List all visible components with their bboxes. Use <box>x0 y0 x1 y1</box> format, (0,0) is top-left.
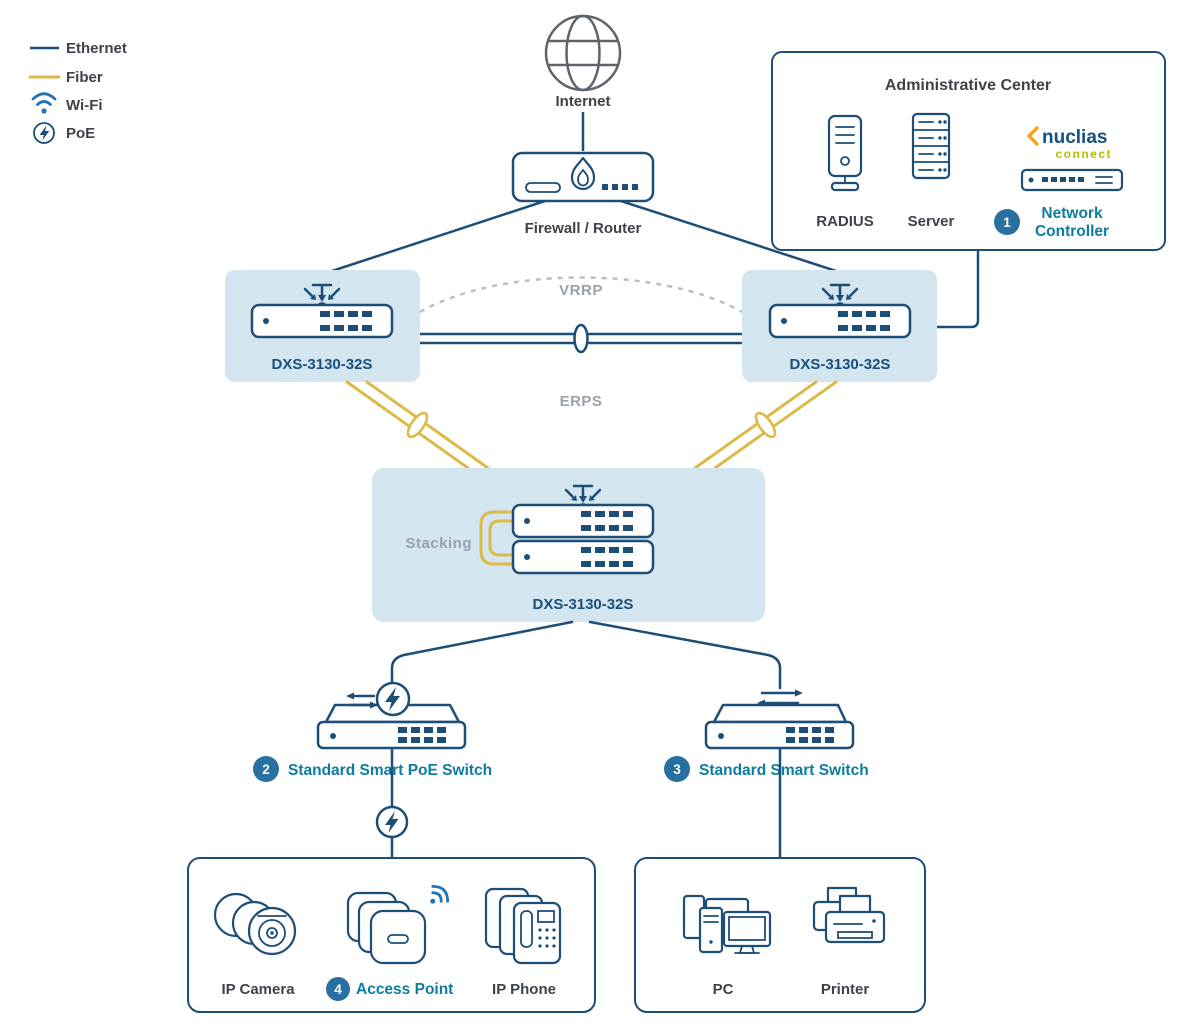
pc-label: PC <box>713 981 734 998</box>
legend-item-ethernet: Ethernet <box>30 40 127 57</box>
network-controller-icon <box>1020 168 1124 192</box>
stack-poe-switch-link <box>390 620 574 685</box>
internet-node: Internet <box>544 14 622 151</box>
admin-center-uplink <box>935 248 980 329</box>
smart-switch-icon <box>704 689 855 750</box>
wifi-icon <box>31 92 57 114</box>
internet-label: Internet <box>555 93 610 110</box>
admin-center-box <box>771 51 1166 251</box>
stack-smart-switch-link <box>588 620 782 690</box>
switch-icon <box>511 503 655 539</box>
left-switch-label: DXS-3130-32S <box>272 356 373 373</box>
ip-phone-icon <box>484 887 562 965</box>
printer-icon <box>812 886 886 944</box>
fiber-aggregation-ring-icon <box>406 411 429 439</box>
badge-3: 3 <box>673 762 681 777</box>
nuclias-sub-text: connect <box>1055 147 1112 161</box>
legend-label-fiber: Fiber <box>66 69 103 86</box>
right-switch-label: DXS-3130-32S <box>790 356 891 373</box>
printer-label: Printer <box>821 981 870 998</box>
poe-switch-badge: 2 <box>253 756 279 782</box>
legend-item-wifi: Wi-Fi <box>31 92 103 114</box>
nuclias-brand-text: nuclias <box>1042 127 1107 148</box>
poe-icon <box>33 122 55 144</box>
stacking-cable-icon <box>479 510 515 566</box>
ip-camera-label: IP Camera <box>221 981 295 998</box>
core-switch-left: DXS-3130-32S <box>225 270 420 382</box>
poe-switch-icon <box>316 681 467 750</box>
admin-center-title: Administrative Center <box>885 77 1051 94</box>
radius-label: RADIUS <box>816 213 874 230</box>
controller-badge: 1 <box>994 209 1020 235</box>
badge-2: 2 <box>262 762 270 777</box>
access-point-label: Access Point <box>356 981 453 998</box>
vrrp-label: VRRP <box>559 282 603 299</box>
lightning-poe-icon <box>375 681 411 717</box>
fiber-right-link <box>693 380 838 470</box>
dome-camera-icon <box>213 892 297 956</box>
core-trunk-link <box>420 323 742 354</box>
legend-item-fiber: Fiber <box>28 69 103 86</box>
clients-right-panel: PC Printer <box>634 857 926 1013</box>
controller-label-line2: Controller <box>1035 223 1109 240</box>
wifi-icon <box>430 884 450 904</box>
firewall-right-switch-link <box>620 199 837 273</box>
fiber-left-link <box>345 380 490 470</box>
globe-icon <box>544 14 622 92</box>
badge-1: 1 <box>1003 215 1011 230</box>
access-point-icon <box>346 884 450 965</box>
firewall-left-switch-link <box>331 199 546 273</box>
switch-icon <box>511 539 655 575</box>
poe-switch-node: 2 Standard Smart PoE Switch <box>253 681 492 782</box>
legend-label-wifi: Wi-Fi <box>66 97 103 114</box>
firewall-label: Firewall / Router <box>525 220 642 237</box>
legend-item-poe: PoE <box>33 122 95 144</box>
legend: Ethernet Fiber Wi-Fi PoE <box>28 40 127 144</box>
smart-switch-badge: 3 <box>664 756 690 782</box>
smart-switch-node: 3 Standard Smart Switch <box>664 689 869 782</box>
desktop-pc-icon <box>682 894 772 954</box>
fiber-aggregation-ring-icon <box>754 411 777 439</box>
core-stack: Stacking DXS-3130-32S <box>372 468 765 622</box>
legend-label-ethernet: Ethernet <box>66 40 127 57</box>
switch-icon <box>768 303 912 339</box>
ip-phone-label: IP Phone <box>492 981 556 998</box>
smart-switch-label: Standard Smart Switch <box>699 762 869 779</box>
nuclias-logo: nuclias connect <box>1027 126 1112 161</box>
vrrp-link: VRRP <box>419 276 743 314</box>
access-point-badge: 4 <box>326 977 350 1001</box>
poe-switch-label: Standard Smart PoE Switch <box>288 762 492 779</box>
badge-4: 4 <box>334 982 342 997</box>
clients-left-panel: IP Camera 4 Access Point <box>187 857 596 1013</box>
server-label: Server <box>908 213 955 230</box>
stack-switch-label: DXS-3130-32S <box>533 596 634 613</box>
switch-icon <box>250 303 394 339</box>
lightning-poe-icon <box>375 805 409 839</box>
controller-label-line1: Network <box>1041 205 1103 222</box>
legend-label-poe: PoE <box>66 125 95 142</box>
server-rack-icon <box>911 112 951 180</box>
stacking-label: Stacking <box>405 535 472 552</box>
nuclias-chevron-icon <box>1027 126 1039 146</box>
admin-center-panel: Administrative Center RADIUS Server <box>771 51 1166 329</box>
erps-label: ERPS <box>560 393 603 410</box>
link-aggregation-ring-icon <box>573 323 589 354</box>
core-switch-right: DXS-3130-32S <box>742 270 937 382</box>
firewall-node: Firewall / Router <box>331 151 837 273</box>
radius-tower-icon <box>827 114 863 192</box>
firewall-router-icon <box>511 151 655 203</box>
poe-drop-link <box>375 748 409 858</box>
